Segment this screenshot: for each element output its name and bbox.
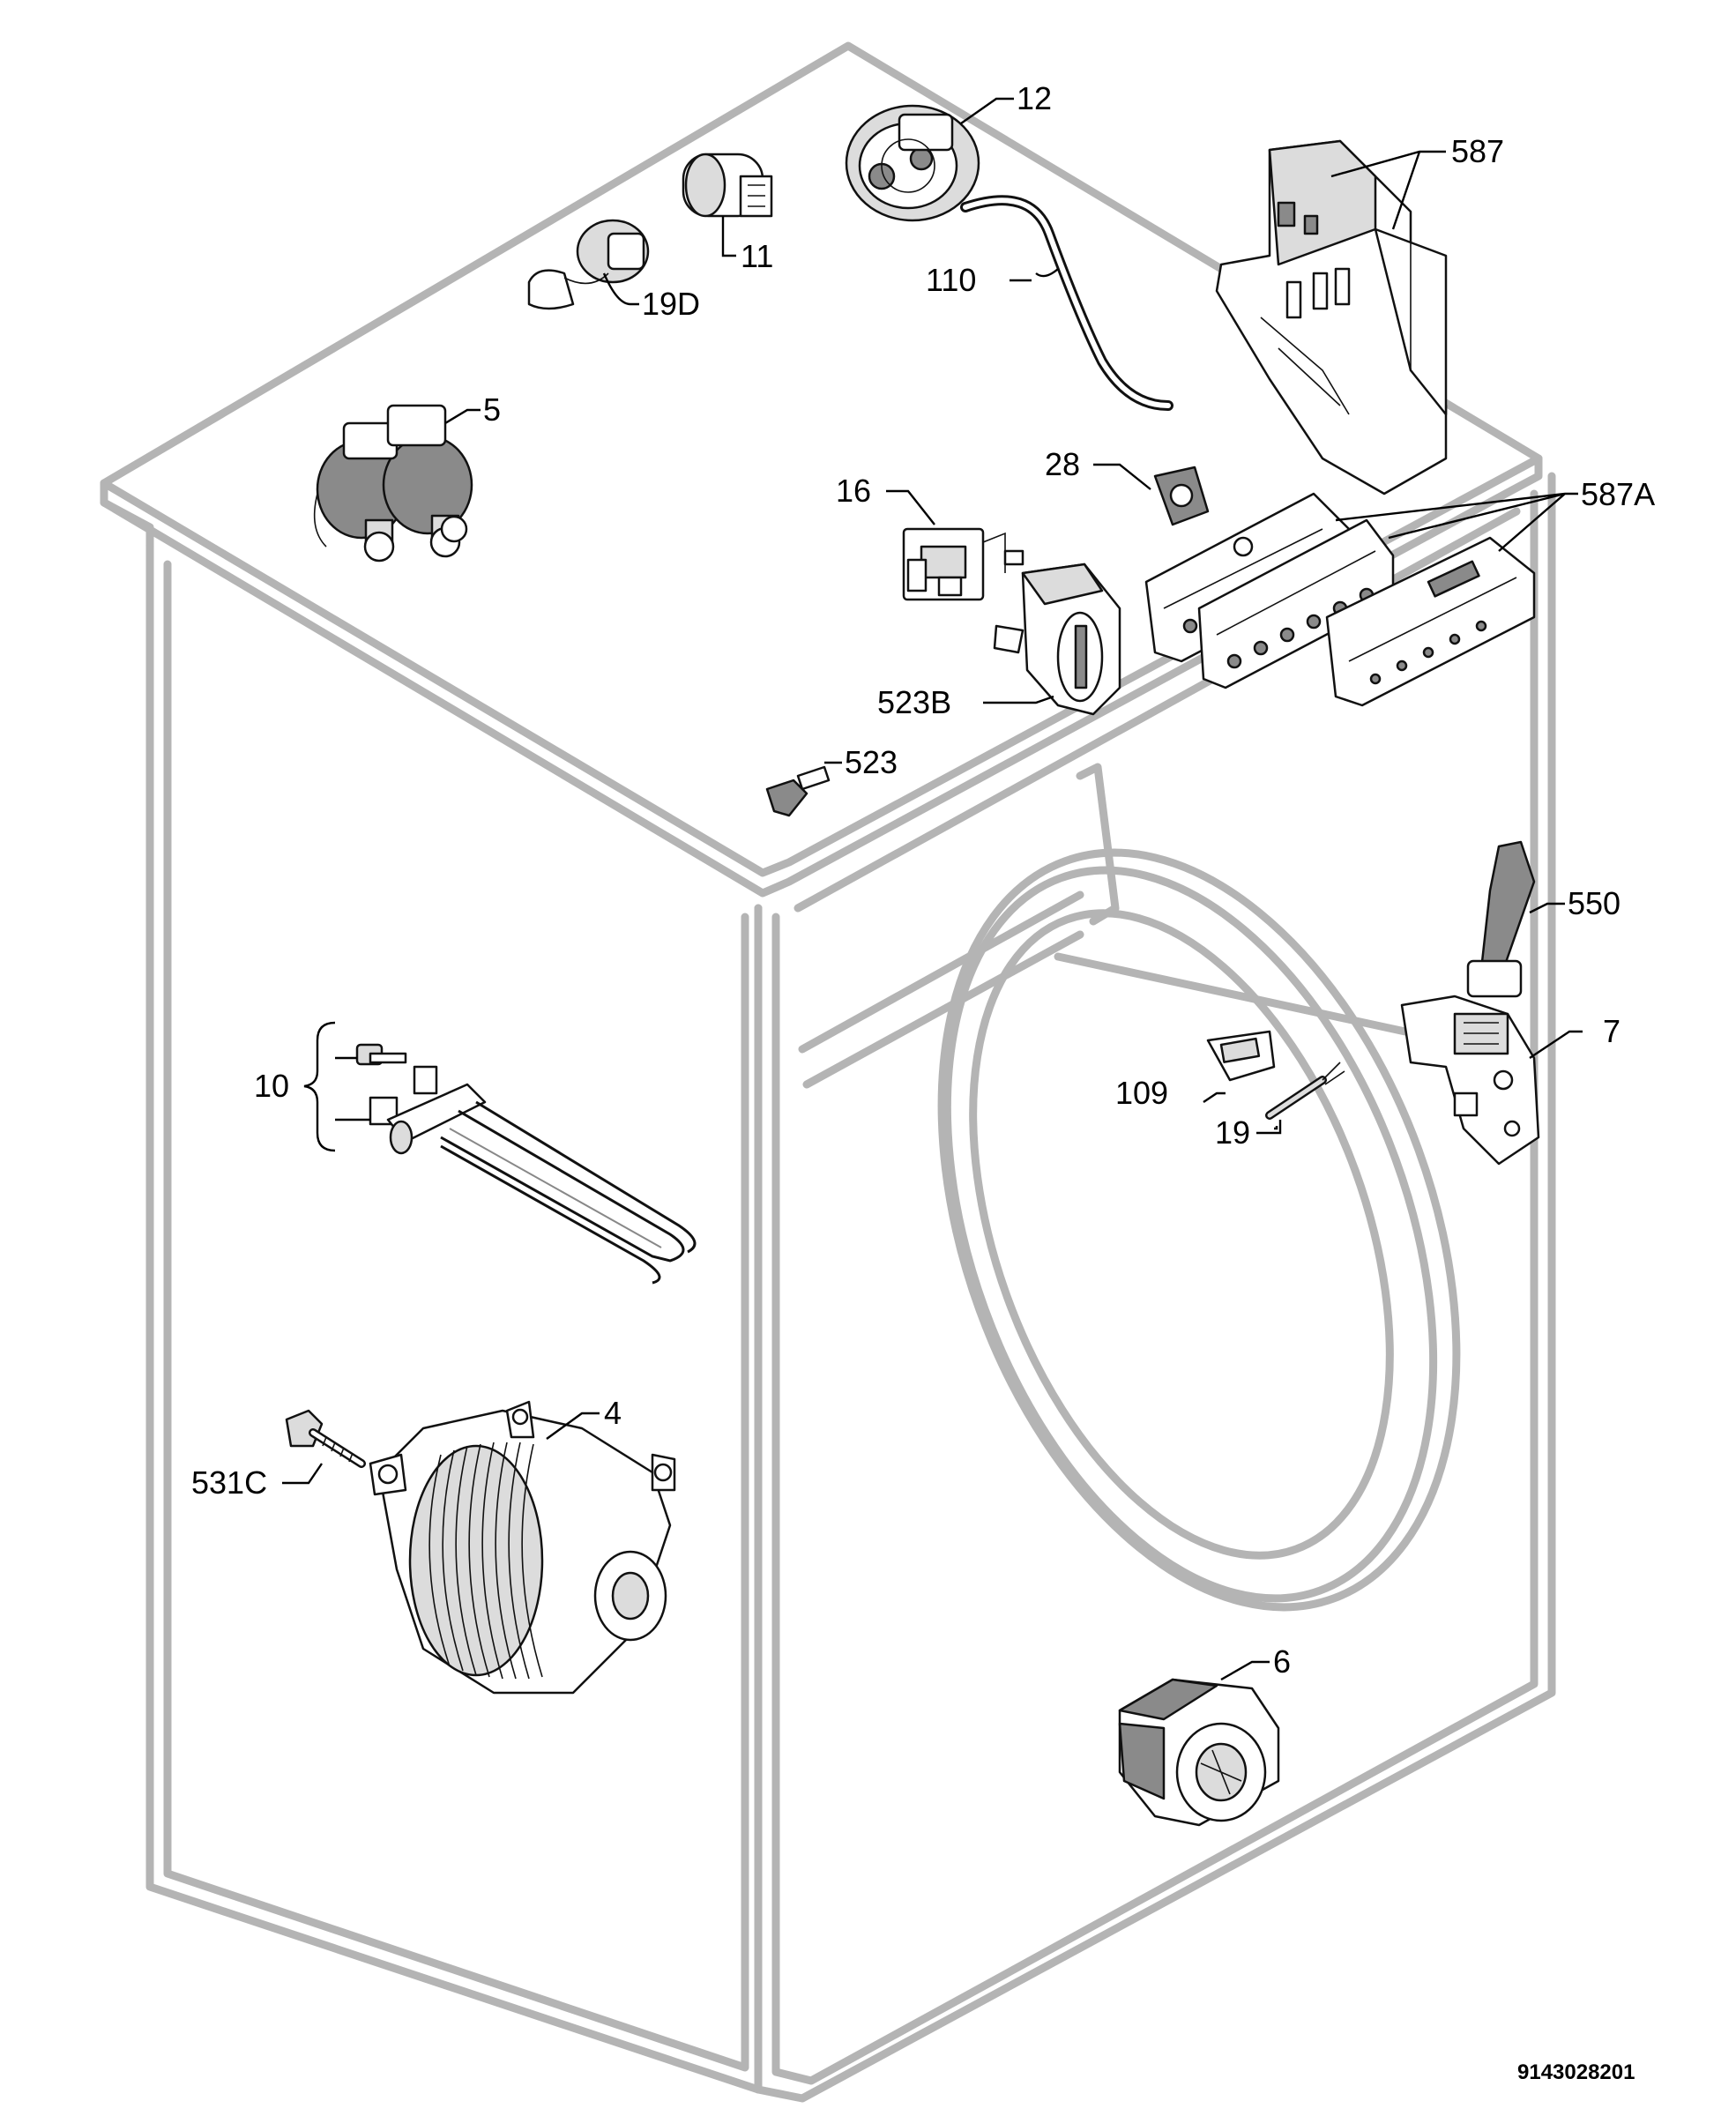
pressure-hose-part bbox=[960, 195, 1173, 411]
label-523: 523 bbox=[845, 744, 898, 780]
label-19: 19 bbox=[1215, 1114, 1250, 1151]
bracket-part bbox=[1206, 1030, 1276, 1082]
label-531C: 531C bbox=[191, 1464, 267, 1501]
heating-element-part bbox=[355, 1043, 697, 1285]
label-10: 10 bbox=[254, 1068, 289, 1104]
label-16: 16 bbox=[836, 473, 871, 509]
sensor-probe-part bbox=[1265, 1062, 1345, 1120]
label-550: 550 bbox=[1568, 885, 1621, 921]
label-109: 109 bbox=[1115, 1075, 1168, 1111]
washing-machine-cabinet bbox=[100, 41, 1556, 2103]
temperature-sensor-part bbox=[527, 219, 650, 310]
label-587A: 587A bbox=[1581, 476, 1655, 512]
capacitor-part bbox=[682, 153, 773, 218]
label-7: 7 bbox=[1603, 1013, 1621, 1049]
label-12: 12 bbox=[1017, 80, 1052, 116]
door-handle-part bbox=[1466, 840, 1536, 998]
motor-part bbox=[369, 1400, 676, 1695]
label-19D: 19D bbox=[642, 286, 700, 322]
label-11: 11 bbox=[741, 238, 773, 274]
programme-selector-part bbox=[993, 563, 1121, 716]
document-number: 9143028201 bbox=[1517, 2060, 1635, 2084]
leader-lines bbox=[282, 97, 1583, 1681]
display-board-part-3 bbox=[1325, 536, 1536, 707]
label-523B: 523B bbox=[877, 684, 951, 720]
gasket-part bbox=[1153, 466, 1210, 526]
label-587: 587 bbox=[1451, 133, 1504, 169]
label-28: 28 bbox=[1045, 446, 1080, 482]
clip-part bbox=[765, 765, 831, 817]
label-110: 110 bbox=[926, 262, 976, 298]
door-interlock-part bbox=[1400, 995, 1540, 1166]
pressure-switch-part bbox=[845, 104, 980, 222]
selector-switch-part bbox=[902, 527, 1024, 601]
label-6: 6 bbox=[1273, 1643, 1291, 1680]
label-4: 4 bbox=[604, 1395, 622, 1431]
control-board-part bbox=[1215, 139, 1448, 495]
bolt-part bbox=[285, 1409, 366, 1468]
part-labels: 12 587 11 110 19D 5 28 16 587A 523B 523 … bbox=[191, 80, 1655, 2084]
door-switch-part bbox=[1118, 1678, 1280, 1827]
inlet-valve-part bbox=[313, 404, 473, 563]
label-5: 5 bbox=[483, 391, 501, 428]
